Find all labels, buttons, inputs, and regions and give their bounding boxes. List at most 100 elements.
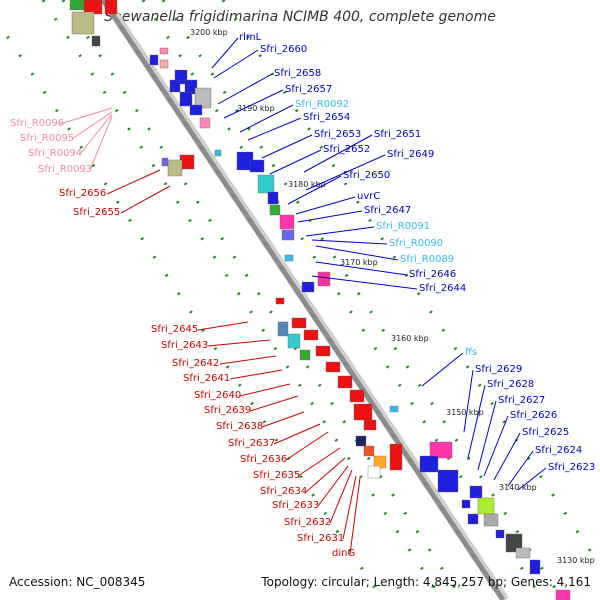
gene-feature-21 xyxy=(279,214,295,230)
gene-label: Sfri_R0095 xyxy=(20,133,74,144)
gene-feature-23 xyxy=(284,254,294,262)
gene-feature-14 xyxy=(199,117,211,129)
scale-label: 3180 kbp xyxy=(288,180,326,189)
gene-feature-10 xyxy=(194,87,212,109)
gene-label: Sfri_2626 xyxy=(510,410,557,421)
gene-label: Sfri_R0096 xyxy=(10,118,64,129)
gene-label: Sfri_R0090 xyxy=(389,238,443,249)
gene-feature-26 xyxy=(275,297,285,305)
gene-label: Sfri_2660 xyxy=(260,44,307,55)
leader-line xyxy=(295,196,356,215)
leader-line xyxy=(297,447,341,477)
gene-feature-40 xyxy=(363,419,377,431)
gene-label: Sfri_2653 xyxy=(314,129,361,140)
gene-label: Sfri_2636 xyxy=(240,454,287,465)
leader-line xyxy=(106,169,161,195)
gene-feature-5 xyxy=(159,47,169,55)
leader-line xyxy=(507,450,534,487)
gene-feature-48 xyxy=(419,455,439,473)
gene-label: Sfri_2647 xyxy=(364,205,411,216)
leader-line xyxy=(329,469,353,524)
gene-label: Sfri_2635 xyxy=(253,470,300,481)
gene-label: rlmL xyxy=(239,32,262,43)
gene-label: Sfri_2643 xyxy=(161,340,208,351)
gene-feature-59 xyxy=(495,529,505,539)
scale-label: 3140 kbp xyxy=(499,483,537,492)
leader-line xyxy=(59,107,113,125)
gene-label: Sfri_2627 xyxy=(498,395,545,406)
scale-label: 3160 kbp xyxy=(391,334,429,343)
genome-title: Shewanella frigidimarina NCIMB 400, comp… xyxy=(104,9,496,25)
leader-line xyxy=(207,339,271,347)
gene-feature-54 xyxy=(467,513,479,525)
gene-label: Sfri_2632 xyxy=(284,517,331,528)
gene-label: Sfri_2642 xyxy=(172,358,219,369)
scale-label: 3190 kbp xyxy=(237,104,275,113)
gene-feature-25 xyxy=(317,271,331,287)
leader-line xyxy=(311,275,418,290)
gene-label: Sfri_2640 xyxy=(194,390,241,401)
gene-feature-32 xyxy=(299,349,311,361)
gene-feature-47 xyxy=(429,441,453,459)
gene-feature-35 xyxy=(315,345,331,357)
leader-line xyxy=(342,475,357,540)
gene-label: Sfri_2633 xyxy=(272,500,319,511)
topology-text: Topology: circular; Length: 4,845,257 bp… xyxy=(261,575,591,589)
backbone xyxy=(100,0,506,600)
leader-line xyxy=(305,457,346,493)
leader-line xyxy=(79,113,113,155)
leader-line xyxy=(285,431,329,461)
leader-line xyxy=(269,149,322,175)
gene-feature-13 xyxy=(189,104,203,116)
gene-feature-3 xyxy=(71,11,95,35)
leader-line xyxy=(315,261,408,276)
gene-feature-44 xyxy=(389,443,403,471)
leader-line xyxy=(213,49,259,79)
scale-label: 3170 kbp xyxy=(340,258,378,267)
gene-feature-4 xyxy=(91,35,101,47)
leader-line xyxy=(493,432,521,481)
gene-feature-20 xyxy=(269,204,281,216)
gene-feature-36 xyxy=(325,361,341,373)
gene-feature-51 xyxy=(477,497,495,515)
gene-label: Sfri_2624 xyxy=(535,445,582,456)
gene-label: Sfri_2639 xyxy=(204,405,251,416)
gene-label: Sfri_2650 xyxy=(343,170,390,181)
gene-label: Sfri_2644 xyxy=(419,283,466,294)
gene-label: Sfri_2641 xyxy=(183,373,230,384)
gene-label: Sfri_2651 xyxy=(374,129,421,140)
gene-feature-12 xyxy=(179,91,193,107)
gene-feature-11 xyxy=(169,79,181,93)
leader-line xyxy=(305,226,375,237)
gene-label: Sfri_2646 xyxy=(409,269,456,280)
scale-label: 3130 kbp xyxy=(557,556,595,565)
gene-label: Sfri_2657 xyxy=(285,84,332,95)
leader-line xyxy=(247,117,302,141)
leader-line xyxy=(463,369,474,433)
gene-feature-22 xyxy=(281,229,295,241)
leader-line xyxy=(311,239,388,245)
scale-label: 3200 kbp xyxy=(190,28,228,37)
gene-feature-58 xyxy=(555,589,571,600)
leader-line xyxy=(261,411,305,428)
leader-line xyxy=(229,369,283,380)
gene-feature-53 xyxy=(461,499,471,509)
leader-line xyxy=(483,415,509,477)
gene-feature-42 xyxy=(363,445,375,457)
gene-feature-34 xyxy=(303,329,319,341)
leader-line xyxy=(467,384,486,459)
gene-label: dinG xyxy=(332,548,355,559)
gene-feature-17 xyxy=(249,159,265,173)
gene-label: Sfri_R0093 xyxy=(38,164,92,175)
gene-label: Sfri_2631 xyxy=(297,533,344,544)
gene-feature-41 xyxy=(355,435,367,447)
accession-text: Accession: NC_008345 xyxy=(9,575,146,589)
gene-feature-39 xyxy=(353,403,373,421)
gene-feature-50 xyxy=(469,485,483,499)
leader-line xyxy=(120,185,171,214)
scale-label: 3150 kbp xyxy=(446,408,484,417)
gene-feature-0 xyxy=(69,0,85,11)
gene-label: Sfri_2637 xyxy=(228,438,275,449)
gene-feature-6 xyxy=(149,54,159,66)
